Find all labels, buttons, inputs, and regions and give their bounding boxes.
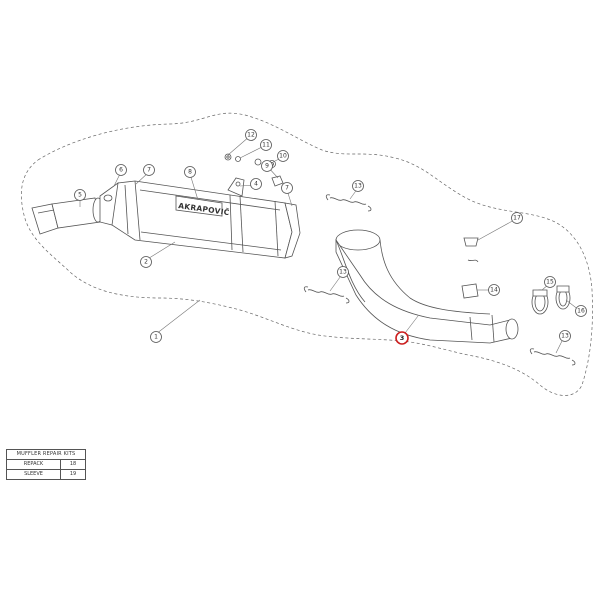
- callout-1: 1: [150, 331, 162, 343]
- callout-7-right: 7: [281, 182, 293, 194]
- callout-11: 11: [260, 139, 272, 151]
- assembly-outline: [21, 112, 593, 396]
- callout-13-middle: 13: [337, 266, 349, 278]
- svg-text:2: 2: [144, 259, 148, 266]
- callout-5: 5: [74, 189, 86, 201]
- callout-8: 8: [184, 166, 196, 178]
- table-row: SLEEVE 19: [6, 469, 86, 480]
- svg-text:7: 7: [285, 185, 289, 192]
- svg-text:13: 13: [354, 183, 362, 190]
- svg-text:5: 5: [78, 192, 82, 199]
- svg-text:8: 8: [188, 169, 192, 176]
- callout-17: 17: [511, 212, 523, 224]
- callout-4: 4: [250, 178, 262, 190]
- svg-text:3: 3: [400, 334, 405, 342]
- svg-text:15: 15: [546, 279, 554, 286]
- table-title: MUFFLER REPAIR KITS: [6, 449, 86, 460]
- svg-text:13: 13: [339, 269, 347, 276]
- callout-6: 6: [115, 164, 127, 176]
- bracket-part-17: [463, 237, 479, 263]
- callout-2: 2: [140, 256, 152, 268]
- svg-text:13: 13: [561, 333, 569, 340]
- leader-lines: [79, 135, 580, 354]
- callout-16: 16: [575, 305, 587, 317]
- svg-text:14: 14: [490, 287, 498, 294]
- svg-text:10: 10: [279, 153, 287, 160]
- muffler-repair-kits-table: MUFFLER REPAIR KITS REPACK 18 SLEEVE 19: [6, 449, 86, 480]
- kit-number: 19: [60, 469, 86, 480]
- muffler-part-2: AKRAPOVIČ: [99, 177, 301, 259]
- svg-text:7: 7: [147, 167, 151, 174]
- callout-14: 14: [488, 284, 500, 296]
- bracket-part-14: [461, 283, 479, 299]
- callout-3-highlighted: 3: [395, 331, 409, 345]
- clamps-part-15-16: [531, 285, 571, 315]
- callout-10: 10: [277, 150, 289, 162]
- callout-13-top: 13: [352, 180, 364, 192]
- kit-name: SLEEVE: [6, 469, 61, 480]
- table-header-row: MUFFLER REPAIR KITS: [6, 449, 86, 460]
- svg-text:11: 11: [262, 142, 270, 149]
- svg-text:6: 6: [119, 167, 123, 174]
- svg-text:17: 17: [513, 215, 521, 222]
- svg-text:1: 1: [154, 334, 158, 341]
- svg-text:12: 12: [247, 132, 255, 139]
- header-pipe-part-3: [335, 229, 519, 344]
- callout-15: 15: [544, 276, 556, 288]
- kit-number: 18: [60, 459, 86, 470]
- springs-part-13: [303, 194, 576, 366]
- callout-7-left: 7: [143, 164, 155, 176]
- link-pipe-part-5: [31, 197, 104, 235]
- callout-9: 9: [261, 160, 273, 172]
- svg-text:9: 9: [265, 163, 269, 170]
- callout-12: 12: [245, 129, 257, 141]
- svg-text:16: 16: [577, 308, 585, 315]
- callout-13-right: 13: [559, 330, 571, 342]
- kit-name: REPACK: [6, 459, 61, 470]
- table-row: REPACK 18: [6, 459, 86, 470]
- svg-text:4: 4: [254, 181, 258, 188]
